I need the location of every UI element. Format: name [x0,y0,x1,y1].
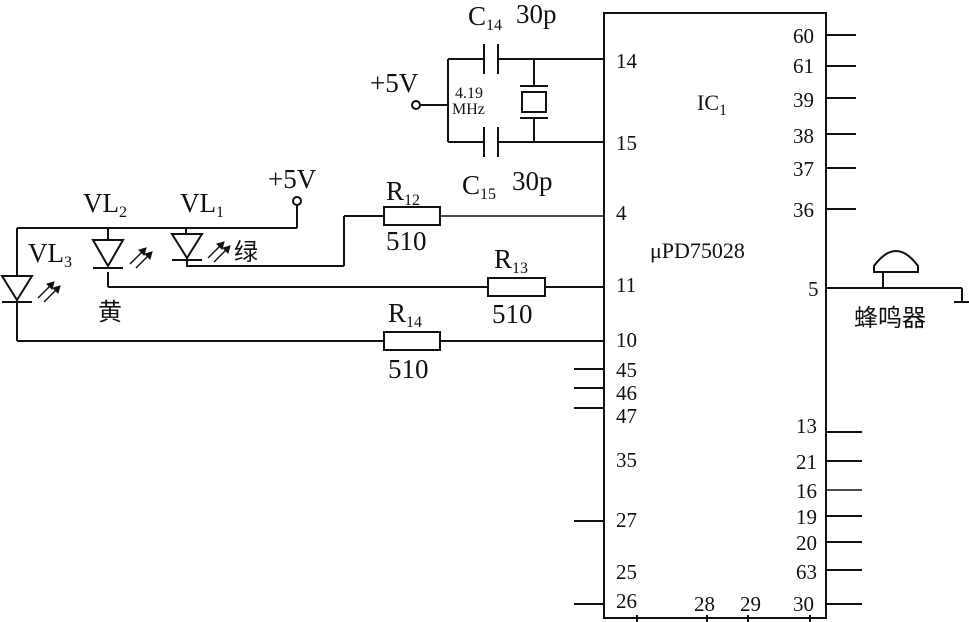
ic-body [603,12,827,619]
led-vl3-ref: VL3 [28,238,72,271]
led-vl2-ref: VL2 [83,188,127,221]
buzzer-symbol [826,250,969,303]
left-pin-labels: 14 15 4 11 10 45 46 47 35 27 25 26 [616,49,638,613]
capacitor-c14 [483,44,499,74]
pin-label: 25 [616,560,637,584]
buzzer-label: 蜂鸣器 [854,304,926,332]
pin-label: 20 [796,531,817,555]
pin-label: 36 [793,198,814,222]
led-vl1-color: 绿 [234,238,258,266]
ic-ref: IC1 [697,90,727,119]
led-vl1-ref: VL1 [180,188,224,221]
pin-label: 30 [793,592,814,616]
pin-label: 11 [616,273,636,297]
right-pin-labels: 60 61 39 38 37 36 5 13 21 16 19 20 63 30 [793,24,819,616]
resistor-r14-ref: R14 [388,298,422,331]
cap-c15-value: 30p [512,166,553,196]
resistor-r14-value: 510 [388,354,429,384]
resistor-r14 [383,331,441,351]
led-vl2-color: 黄 [98,298,122,326]
pin-label: 38 [793,124,814,148]
oscillator-circuit [411,58,604,143]
pin-label: 19 [796,505,817,529]
supply-label-led: +5V [268,164,317,194]
pin-label: 13 [796,414,817,438]
resistor-r12 [383,206,441,226]
pin-label: 15 [616,131,637,155]
crystal-frequency: 4.19 [455,85,483,102]
resistor-r13-ref: R13 [494,244,528,277]
pin-label: 61 [793,54,814,78]
pin-label: 10 [616,328,637,352]
bottom-pins: 28 29 [636,592,811,622]
pin-label: 5 [808,277,819,301]
pin-label: 28 [694,592,715,616]
cap-c15-ref: C15 [462,170,496,203]
resistor-r12-ref: R12 [386,176,420,209]
supply-terminal [292,196,302,206]
supply-terminal [411,100,421,110]
led-vl2 [91,239,153,269]
pin-label: 29 [740,592,761,616]
led-vl3 [0,275,61,303]
crystal-symbol [520,85,548,119]
led-wiring [16,196,604,342]
pin-label: 39 [793,88,814,112]
pin-label: 27 [616,508,637,532]
pin-label: 37 [793,157,814,181]
led-vl1 [170,233,231,266]
cap-c14-ref: C14 [468,1,502,34]
pin-label: 35 [616,448,637,472]
pin-label: 60 [793,24,814,48]
pin-label: 14 [616,49,638,73]
crystal-unit: MHz [452,101,485,118]
pin-label: 16 [796,479,817,503]
pin-label: 26 [616,589,637,613]
resistor-r13-value: 510 [492,299,533,329]
cap-c14-value: 30p [516,0,557,29]
resistor-r13 [487,277,546,297]
right-pin-stubs [826,34,862,605]
pin-label: 46 [616,381,637,405]
pin-label: 21 [796,450,817,474]
pin-label: 45 [616,358,637,382]
supply-label-osc: +5V [370,68,419,98]
capacitor-c15 [483,127,499,157]
pin-label: 47 [616,404,637,428]
left-pin-stubs [574,368,604,605]
ic-part-number: μPD75028 [650,238,745,263]
pin-label: 4 [616,201,627,225]
pin-label: 63 [796,560,817,584]
resistor-r12-value: 510 [386,226,427,256]
